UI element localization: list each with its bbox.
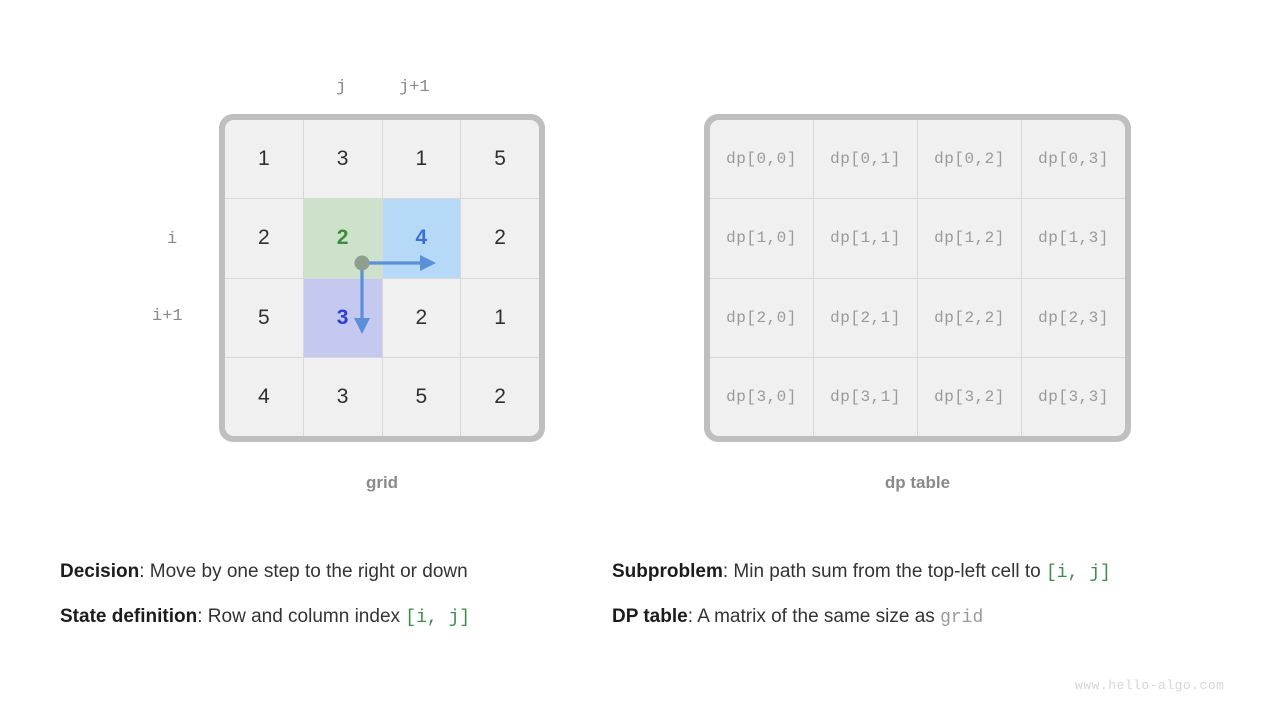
grid-cell-0-0: 1 [225,120,303,199]
dp-cell-1-1: dp[1,1] [814,199,917,278]
note-state-text: : Row and column index [197,606,406,627]
note-decision-label: Decision [60,561,140,582]
dp-cell-0-3: dp[0,3] [1022,120,1125,199]
note-state-code: [i, j] [405,608,471,628]
note-subproblem-label: Subproblem [612,561,723,582]
grid-caption: grid [365,473,399,492]
note-state-definition: State definition: Row and column index [… [60,606,470,628]
dp-cells-container: dp[0,0]dp[0,1]dp[0,2]dp[0,3]dp[1,0]dp[1,… [710,120,1125,436]
grid-cell-2-2: 2 [382,278,461,357]
column-label-j-plus-1: j+1 [399,78,430,97]
row-label-i: i [167,230,178,249]
note-dp-table: DP table: A matrix of the same size as g… [612,606,983,628]
note-decision: Decision: Move by one step to the right … [60,561,468,583]
dp-cell-0-1: dp[0,1] [814,120,917,199]
note-dptable-label: DP table [612,606,688,627]
grid-cell-1-2: 4 [382,199,461,278]
dp-cell-3-2: dp[3,2] [918,357,1021,436]
note-state-label: State definition [60,606,198,627]
dp-cell-3-0: dp[3,0] [710,357,813,436]
dp-cell-2-2: dp[2,2] [918,278,1021,357]
dp-cell-1-2: dp[1,2] [918,199,1021,278]
dp-cell-2-3: dp[2,3] [1022,278,1125,357]
watermark: www.hello-algo.com [1075,678,1225,693]
dp-cell-0-0: dp[0,0] [710,120,813,199]
grid-cell-3-1: 3 [303,357,382,436]
note-decision-text: : Move by one step to the right or down [139,561,468,582]
dp-table: dp[0,0]dp[0,1]dp[0,2]dp[0,3]dp[1,0]dp[1,… [704,114,1131,442]
grid-cell-3-2: 5 [382,357,461,436]
column-label-j: j [336,78,347,97]
grid-cell-2-0: 5 [225,278,303,357]
dp-cell-3-3: dp[3,3] [1022,357,1125,436]
note-dptable-text: : A matrix of the same size as [687,606,941,627]
grid-cell-0-2: 1 [382,120,461,199]
grid-cell-3-3: 2 [461,357,539,436]
note-subproblem-text: : Min path sum from the top-left cell to [722,561,1046,582]
grid-cell-0-1: 3 [303,120,382,199]
grid-cell-1-0: 2 [225,199,303,278]
grid-cell-3-0: 4 [225,357,303,436]
grid-cell-0-3: 5 [461,120,539,199]
grid-cell-2-3: 1 [461,278,539,357]
grid-cell-1-1: 2 [303,199,382,278]
grid-cell-2-1: 3 [303,278,382,357]
dp-cell-1-0: dp[1,0] [710,199,813,278]
note-subproblem-code: [i, j] [1045,563,1111,583]
dp-cell-1-3: dp[1,3] [1022,199,1125,278]
dp-cell-2-1: dp[2,1] [814,278,917,357]
note-dptable-code: grid [940,608,984,628]
dp-cell-3-1: dp[3,1] [814,357,917,436]
note-subproblem: Subproblem: Min path sum from the top-le… [612,561,1111,583]
row-label-i-plus-1: i+1 [152,307,183,326]
dp-cell-2-0: dp[2,0] [710,278,813,357]
grid-cell-1-3: 2 [461,199,539,278]
dp-cell-0-2: dp[0,2] [918,120,1021,199]
dp-table-caption: dp table [884,473,951,492]
